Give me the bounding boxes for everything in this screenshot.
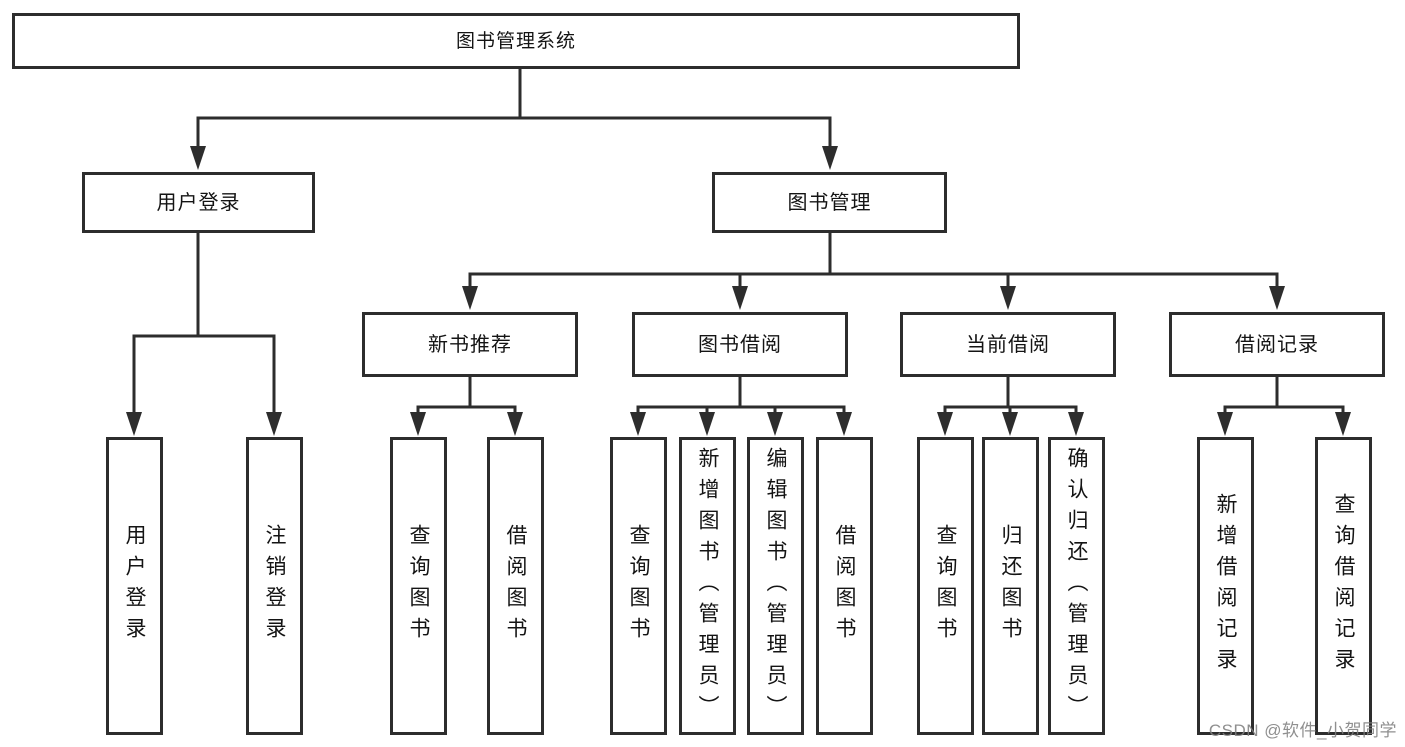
leaf-current-return: 归还图书	[982, 437, 1039, 735]
leaf-record-add: 新增借阅记录	[1197, 437, 1254, 735]
leaf-user-login: 用户登录	[106, 437, 163, 735]
leaf-newbook-query: 查询图书	[390, 437, 447, 735]
leaf-bookborrow-add-admin: 新增图书（管理员）	[679, 437, 736, 735]
leaf-current-query: 查询图书	[917, 437, 974, 735]
leaf-record-query: 查询借阅记录	[1315, 437, 1372, 735]
node-new-book-recommend: 新书推荐	[362, 312, 578, 377]
leaf-bookborrow-query: 查询图书	[610, 437, 667, 735]
leaf-newbook-borrow: 借阅图书	[487, 437, 544, 735]
leaf-bookborrow-borrow: 借阅图书	[816, 437, 873, 735]
node-borrow-record: 借阅记录	[1169, 312, 1385, 377]
node-book-borrow: 图书借阅	[632, 312, 848, 377]
node-root: 图书管理系统	[12, 13, 1020, 69]
node-book-management: 图书管理	[712, 172, 947, 233]
watermark: CSDN @软件_小贺同学	[1208, 721, 1397, 740]
leaf-logout: 注销登录	[246, 437, 303, 735]
leaf-current-confirm-admin: 确认归还（管理员）	[1048, 437, 1105, 735]
leaf-bookborrow-edit-admin: 编辑图书（管理员）	[747, 437, 804, 735]
node-user-login: 用户登录	[82, 172, 315, 233]
node-current-borrow: 当前借阅	[900, 312, 1116, 377]
